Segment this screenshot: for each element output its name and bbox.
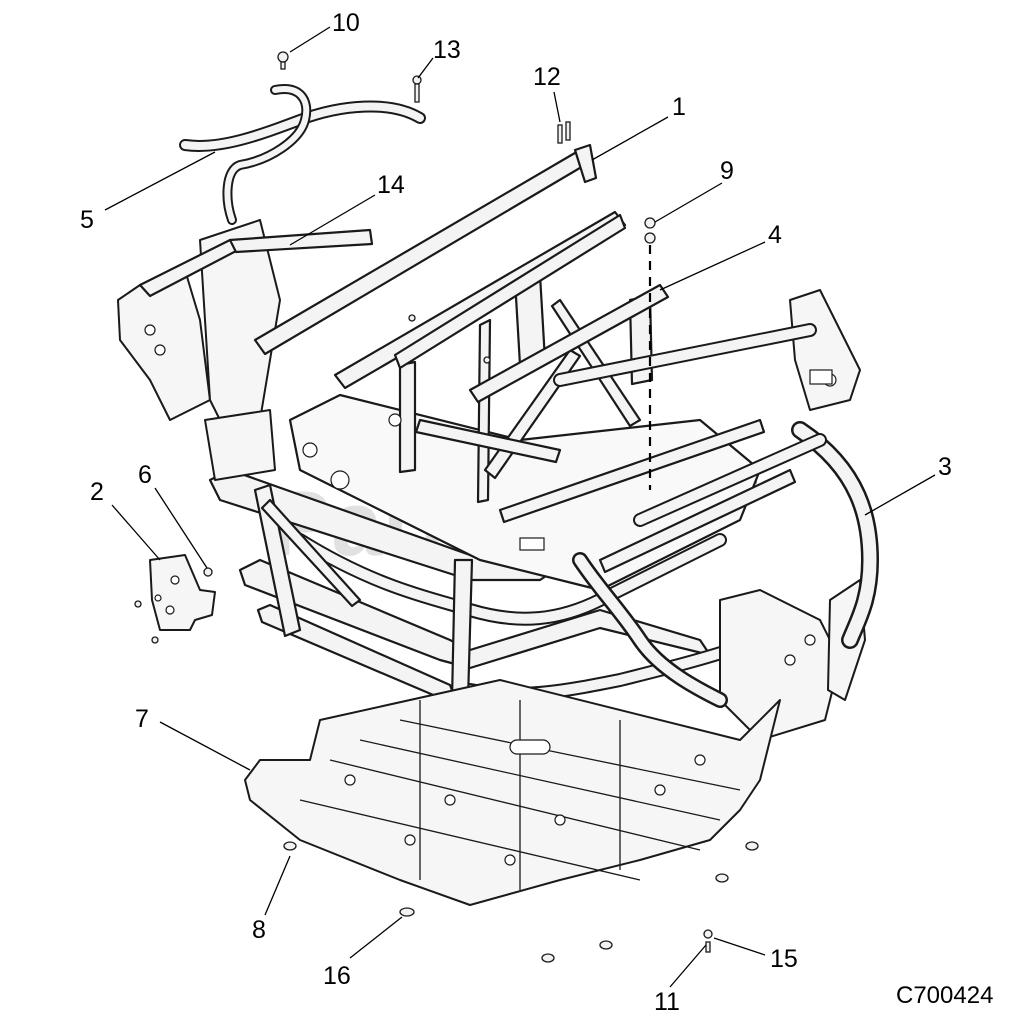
callout-12: 12 bbox=[533, 63, 561, 91]
brace-tube-assembly bbox=[179, 84, 426, 225]
callout-10: 10 bbox=[332, 9, 360, 37]
callout-4: 4 bbox=[768, 221, 782, 249]
leader-lines bbox=[104, 26, 936, 988]
main-frame bbox=[117, 219, 879, 741]
callout-14: 14 bbox=[377, 171, 405, 199]
upper-tube-assembly bbox=[138, 143, 670, 404]
drawing-code: C700424 bbox=[896, 982, 993, 1009]
hardware bbox=[134, 51, 759, 963]
callout-16: 16 bbox=[323, 962, 351, 990]
callout-2: 2 bbox=[90, 478, 104, 506]
callout-6: 6 bbox=[138, 461, 152, 489]
callout-11: 11 bbox=[654, 988, 680, 1016]
skid-plate bbox=[244, 679, 781, 906]
callout-5: 5 bbox=[80, 206, 94, 234]
callout-9: 9 bbox=[720, 157, 734, 185]
callout-8: 8 bbox=[252, 916, 266, 944]
callout-7: 7 bbox=[135, 705, 149, 733]
bracket-part bbox=[149, 554, 216, 631]
callout-13: 13 bbox=[433, 36, 461, 64]
callout-15: 15 bbox=[770, 945, 798, 973]
callout-3: 3 bbox=[938, 453, 952, 481]
callout-labels: 1 2 3 4 5 6 7 8 9 10 11 12 13 14 15 16 bbox=[80, 9, 952, 1016]
callout-1: 1 bbox=[672, 93, 686, 121]
